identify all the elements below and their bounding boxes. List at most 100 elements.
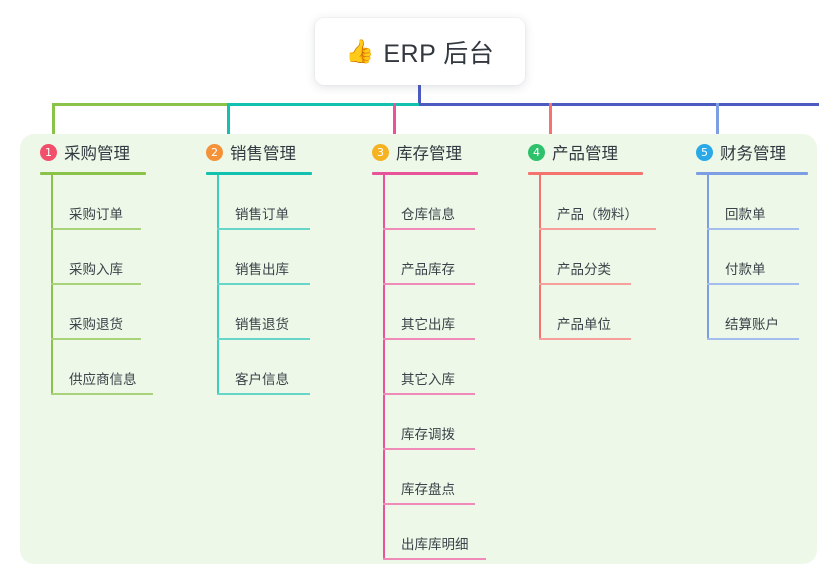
list-item-rule [383, 228, 475, 230]
list-item-label: 库存盘点 [401, 482, 455, 497]
list-item-rule [51, 228, 141, 230]
list-item-label: 出库库明细 [401, 537, 469, 552]
list-item-label: 采购订单 [69, 207, 123, 222]
list-item-label: 产品库存 [401, 262, 455, 277]
column-4-title: 产品管理 [552, 145, 618, 163]
list-item[interactable]: 产品单位 [539, 285, 698, 340]
list-item-label: 仓库信息 [401, 207, 455, 222]
list-item-rule [707, 283, 799, 285]
list-item-rule [707, 338, 799, 340]
list-item-rule [383, 283, 475, 285]
column-4-header[interactable]: 4 产品管理 [528, 140, 698, 164]
column-4-rule [528, 172, 643, 175]
column-5-spine [707, 175, 709, 340]
list-item-rule [217, 338, 310, 340]
column-5: 5 财务管理 回款单 付款单 结算账户 [696, 140, 839, 340]
branch-drop-4 [549, 103, 552, 140]
column-1-rule [40, 172, 146, 175]
list-item-rule [383, 393, 475, 395]
list-item-label: 产品分类 [557, 262, 611, 277]
list-item-rule [707, 228, 799, 230]
list-item-rule [539, 338, 631, 340]
list-item[interactable]: 其它入库 [383, 340, 532, 395]
column-3-spine [383, 175, 385, 560]
list-item-label: 销售出库 [235, 262, 289, 277]
list-item-label: 客户信息 [235, 372, 289, 387]
list-item-label: 产品单位 [557, 317, 611, 332]
list-item[interactable]: 产品库存 [383, 230, 532, 285]
list-item-label: 产品（物料） [557, 207, 638, 222]
list-item-label: 销售退货 [235, 317, 289, 332]
thumbs-up-icon: 👍 [345, 38, 375, 64]
list-item[interactable]: 采购入库 [51, 230, 190, 285]
column-4: 4 产品管理 产品（物料） 产品分类 产品单位 [528, 140, 698, 340]
root-node-title: ERP 后台 [383, 39, 495, 68]
column-3-rule [372, 172, 478, 175]
list-item-label: 库存调拨 [401, 427, 455, 442]
root-node-card[interactable]: 👍 ERP 后台 [315, 18, 525, 85]
list-item-label: 供应商信息 [69, 372, 137, 387]
column-2-title: 销售管理 [230, 145, 296, 163]
branch-bus-blue [419, 103, 819, 106]
column-1-title: 采购管理 [64, 145, 130, 163]
list-item[interactable]: 产品（物料） [539, 175, 698, 230]
column-5-items: 回款单 付款单 结算账户 [707, 175, 839, 340]
list-item[interactable]: 付款单 [707, 230, 839, 285]
list-item[interactable]: 其它出库 [383, 285, 532, 340]
column-2-header[interactable]: 2 销售管理 [206, 140, 356, 164]
column-2: 2 销售管理 销售订单 销售出库 销售退货 客户信息 [206, 140, 356, 395]
list-item[interactable]: 销售退货 [217, 285, 356, 340]
column-2-spine [217, 175, 219, 395]
column-1-badge: 1 [40, 143, 57, 161]
branch-bus-teal [229, 103, 419, 106]
list-item-rule [51, 338, 141, 340]
list-item-label: 结算账户 [725, 317, 779, 332]
list-item-rule [51, 283, 141, 285]
column-1-header[interactable]: 1 采购管理 [40, 140, 190, 164]
column-5-rule [696, 172, 808, 175]
list-item[interactable]: 采购订单 [51, 175, 190, 230]
column-4-badge: 4 [528, 143, 545, 161]
column-3-title: 库存管理 [396, 145, 462, 163]
list-item-rule [383, 448, 475, 450]
list-item[interactable]: 供应商信息 [51, 340, 190, 395]
list-item-rule [383, 503, 475, 505]
list-item[interactable]: 销售出库 [217, 230, 356, 285]
column-3: 3 库存管理 仓库信息 产品库存 其它出库 其它入库 库存调拨 库存盘点 [372, 140, 532, 560]
column-5-header[interactable]: 5 财务管理 [696, 140, 839, 164]
column-2-badge: 2 [206, 143, 223, 161]
column-1-spine [51, 175, 53, 395]
list-item-label: 采购退货 [69, 317, 123, 332]
list-item-label: 付款单 [725, 262, 766, 277]
list-item[interactable]: 出库库明细 [383, 505, 532, 560]
list-item[interactable]: 客户信息 [217, 340, 356, 395]
list-item-label: 销售订单 [235, 207, 289, 222]
list-item[interactable]: 库存调拨 [383, 395, 532, 450]
list-item[interactable]: 回款单 [707, 175, 839, 230]
list-item-rule [383, 558, 486, 560]
list-item-rule [539, 228, 656, 230]
column-2-items: 销售订单 销售出库 销售退货 客户信息 [217, 175, 356, 395]
list-item-label: 其它出库 [401, 317, 455, 332]
column-3-header[interactable]: 3 库存管理 [372, 140, 532, 164]
column-2-rule [206, 172, 312, 175]
column-4-items: 产品（物料） 产品分类 产品单位 [539, 175, 698, 340]
column-1-items: 采购订单 采购入库 采购退货 供应商信息 [51, 175, 190, 395]
column-5-badge: 5 [696, 143, 713, 161]
column-3-badge: 3 [372, 143, 389, 161]
list-item-label: 回款单 [725, 207, 766, 222]
branch-drop-2 [227, 103, 230, 140]
list-item-rule [217, 228, 310, 230]
list-item[interactable]: 销售订单 [217, 175, 356, 230]
branch-drop-5 [716, 103, 719, 140]
list-item[interactable]: 仓库信息 [383, 175, 532, 230]
list-item[interactable]: 结算账户 [707, 285, 839, 340]
list-item-rule [539, 283, 631, 285]
list-item[interactable]: 库存盘点 [383, 450, 532, 505]
column-1: 1 采购管理 采购订单 采购入库 采购退货 供应商信息 [40, 140, 190, 395]
trunk-connector-vertical [418, 85, 421, 103]
list-item[interactable]: 产品分类 [539, 230, 698, 285]
diagram-panel [20, 134, 817, 564]
list-item-rule [383, 338, 475, 340]
list-item[interactable]: 采购退货 [51, 285, 190, 340]
